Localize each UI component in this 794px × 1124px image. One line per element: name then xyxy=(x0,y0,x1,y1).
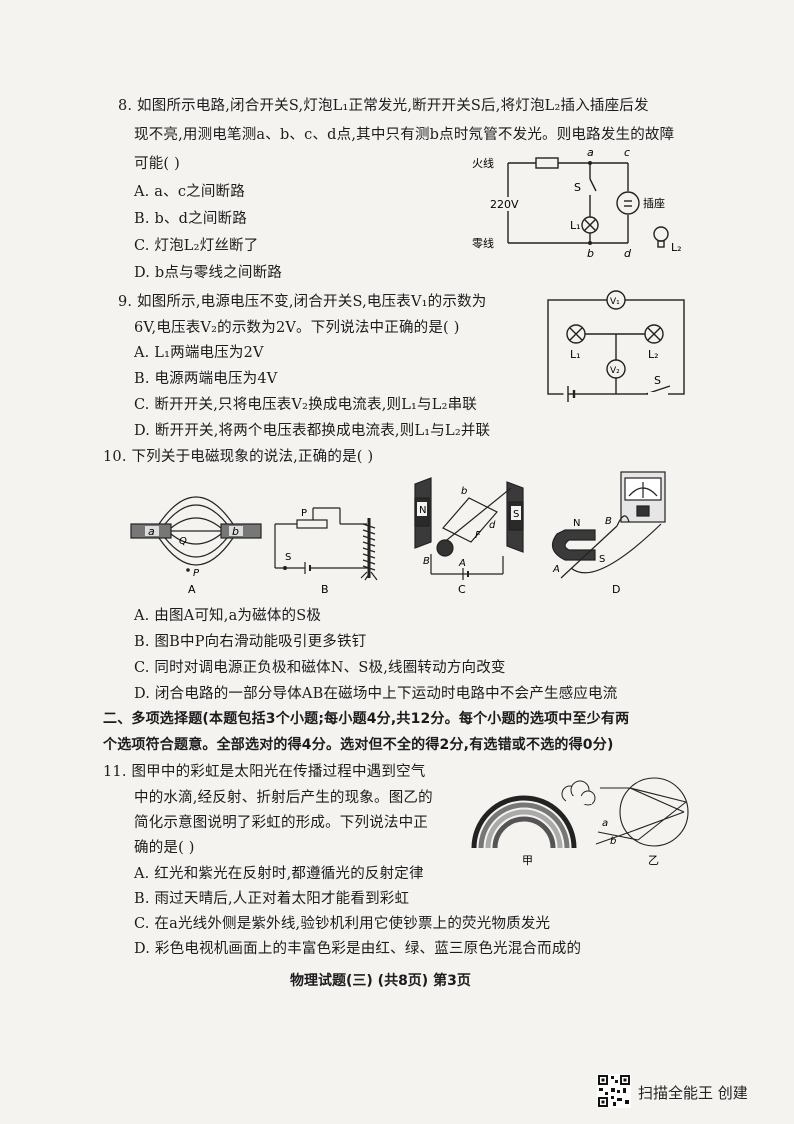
section2-heading-line-2: 个选项符合题意。全部选对的得4分。选对但不全的得2分,有选错或不选的得0分) xyxy=(103,737,614,753)
q10-a-point-q: Q xyxy=(179,536,187,547)
q9-option-a: A. L₁两端电压为2V xyxy=(134,345,264,361)
q8-point-c: c xyxy=(624,146,630,159)
q8-point-d: d xyxy=(624,247,632,260)
q10-label-d: D xyxy=(612,583,620,596)
section2-heading-line-1: 二、多项选择题(本题包括3个小题;每小题4分,共12分。每个小题的选项中至少有两 xyxy=(103,711,630,727)
q10-c-point-b: b xyxy=(461,486,467,497)
q9-option-c: C. 断开开关,只将电压表V₂换成电流表,则L₁与L₂串联 xyxy=(134,397,477,413)
q11-line-2: 中的水滴,经反射、折射后产生的现象。图乙的 xyxy=(134,790,433,806)
q8-line-3: 可能( ) xyxy=(134,156,180,172)
q8-point-a: a xyxy=(587,146,594,159)
q11-figure-yi-label: 乙 xyxy=(648,854,659,867)
q8-lamp-l2-label: L₂ xyxy=(671,241,682,254)
q10-label-c: C xyxy=(458,583,466,596)
q8-option-c: C. 灯泡L₂灯丝断了 xyxy=(134,238,259,254)
q8-point-b: b xyxy=(587,247,594,260)
q11-ray-b-label: b xyxy=(610,836,616,847)
q9-l2-label: L₂ xyxy=(648,348,659,361)
q10-option-b: B. 图B中P向右滑动能吸引更多铁钉 xyxy=(134,634,367,650)
rainbow-icon xyxy=(471,795,577,849)
q10-figures: a b Q P A P S B xyxy=(130,471,666,596)
q9-circuit-figure: V₁ V₂ L₁ L₂ S xyxy=(547,290,685,402)
q8-neutral-wire-label: 零线 xyxy=(472,236,494,250)
q8-socket-label: 插座 xyxy=(643,196,665,210)
q10-option-a: A. 由图A可知,a为磁体的S极 xyxy=(134,608,322,624)
q11-option-d: D. 彩色电视机画面上的丰富色彩是由红、绿、蓝三原色光混合而成的 xyxy=(134,941,582,957)
q10-a-pole-b: b xyxy=(232,525,239,538)
q8-line-2: 现不亮,用测电笔测a、b、c、d点,其中只有测b点时氖管不发光。则电路发生的故障 xyxy=(134,127,675,143)
q10-b-switch-s: S xyxy=(285,552,291,563)
q10-c-pole-s: S xyxy=(513,509,519,520)
q8-line-1: 8. 如图所示电路,闭合开关S,灯泡L₁正常发光,断开开关S后,将灯泡L₂插入插… xyxy=(118,98,649,114)
q10-label-a: A xyxy=(188,583,196,596)
q10-c-point-d: d xyxy=(489,520,496,531)
q10-b-slider-p: P xyxy=(301,508,307,519)
q9-l1-label: L₁ xyxy=(570,348,581,361)
q8-option-b: B. b、d之间断路 xyxy=(134,211,247,227)
page-footer: 物理试题(三) (共8页) 第3页 xyxy=(290,973,471,989)
q10-d-pole-s: S xyxy=(599,554,605,565)
q10-a-point-p: P xyxy=(193,568,200,579)
q9-v2-label: V₂ xyxy=(610,366,620,376)
q11-ray-a-label: a xyxy=(602,818,608,829)
q8-lamp-l1-label: L₁ xyxy=(570,219,581,232)
q8-circuit-figure: 火线 220V 零线 a c b d S L₁ 插座 L₂ xyxy=(472,146,682,260)
q8-option-d: D. b点与零线之间断路 xyxy=(134,265,283,281)
q10-d-pole-n: N xyxy=(573,518,580,529)
q11-option-c: C. 在a光线外侧是紫外线,验钞机利用它使钞票上的荧光物质发光 xyxy=(134,916,551,932)
q10-line-1: 10. 下列关于电磁现象的说法,正确的是( ) xyxy=(103,449,374,465)
q10-c-brush-b: B xyxy=(423,556,430,567)
q11-option-b: B. 雨过天晴后,人正对着太阳才能看到彩虹 xyxy=(134,891,410,907)
cloud-icon xyxy=(561,780,596,806)
q11-rainbow-figures: 甲 a b 乙 xyxy=(471,777,689,867)
q9-v1-label: V₁ xyxy=(610,297,620,307)
q9-line-2: 6V,电压表V₂的示数为2V。下列说法中正确的是( ) xyxy=(134,320,460,336)
qr-code-icon xyxy=(597,1074,631,1108)
q10-option-d: D. 闭合电路的一部分导体AB在磁场中上下运动时电路中不会产生感应电流 xyxy=(134,686,618,702)
q10-figure-c xyxy=(414,477,524,580)
q10-option-c: C. 同时对调电源正负极和磁体N、S极,线圈转动方向改变 xyxy=(134,660,506,676)
q10-figure-b xyxy=(274,507,378,581)
q10-d-point-a: A xyxy=(552,564,560,575)
q9-option-b: B. 电源两端电压为4V xyxy=(134,371,278,387)
q11-line-1: 11. 图甲中的彩虹是太阳光在传播过程中遇到空气 xyxy=(103,764,426,780)
q10-d-point-b: B xyxy=(605,516,612,527)
q8-option-a: A. a、c之间断路 xyxy=(134,184,245,200)
q11-option-a: A. 红光和紫光在反射时,都遵循光的反射定律 xyxy=(134,866,424,882)
q10-c-pole-n: N xyxy=(419,505,426,516)
scanner-watermark: 扫描全能王 创建 xyxy=(638,1084,748,1102)
q11-figure-jia-label: 甲 xyxy=(522,854,533,867)
q11-line-4: 确的是( ) xyxy=(134,840,195,856)
q8-voltage-label: 220V xyxy=(490,198,519,211)
q8-switch-label: S xyxy=(574,181,581,194)
q11-line-3: 简化示意图说明了彩虹的形成。下列说法中正 xyxy=(134,815,428,831)
q8-live-wire-label: 火线 xyxy=(472,156,494,170)
q10-label-b: B xyxy=(321,583,329,596)
q10-c-brush-a: A xyxy=(458,558,466,569)
q10-a-pole-a: a xyxy=(148,525,155,538)
q9-switch-label: S xyxy=(654,374,661,387)
q9-line-1: 9. 如图所示,电源电压不变,闭合开关S,电压表V₁的示数为 xyxy=(118,294,487,310)
q9-option-d: D. 断开开关,将两个电压表都换成电流表,则L₁与L₂并联 xyxy=(134,423,491,439)
q11-water-drop-diagram xyxy=(595,777,689,847)
q10-c-force-f: F xyxy=(475,530,481,541)
q10-figure-d xyxy=(551,471,666,579)
